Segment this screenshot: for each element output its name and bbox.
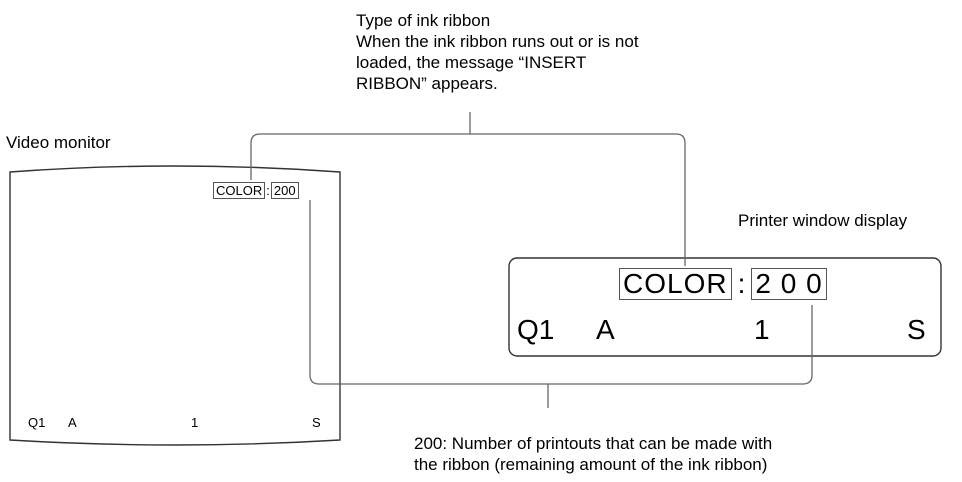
printer-status-q: Q1 <box>517 314 555 345</box>
video-monitor-frame <box>9 165 341 446</box>
monitor-status-mode: A <box>68 415 77 430</box>
bottom-bracket <box>309 200 813 385</box>
ribbon-type-annotation: Type of ink ribbon When the ink ribbon r… <box>356 10 639 94</box>
annotation-line-1: Type of ink ribbon <box>356 11 491 30</box>
printer-window-title: Printer window display <box>738 211 908 230</box>
monitor-remaining: 200 <box>270 182 299 199</box>
remaining-count-annotation: 200: Number of printouts that can be mad… <box>414 433 772 475</box>
printer-window-frame <box>508 257 942 357</box>
annotation-line-3: loaded, the message “INSERT <box>356 53 587 72</box>
top-bracket <box>250 133 686 266</box>
printer-ribbon-readout: COLOR:2 0 0 <box>619 268 827 300</box>
monitor-status-flag: S <box>312 415 321 430</box>
bottom-annotation-line-2: the ribbon (remaining amount of the ink … <box>414 455 768 474</box>
printer-ribbon-type: COLOR <box>619 268 732 300</box>
printer-status-flag: S <box>907 314 926 345</box>
monitor-ribbon-readout: COLOR:200 <box>213 182 299 199</box>
annotation-line-4: RIBBON” appears. <box>356 74 498 93</box>
monitor-status-q: Q1 <box>28 415 46 430</box>
monitor-ribbon-type: COLOR <box>213 182 266 199</box>
bottom-annotation-line-1: 200: Number of printouts that can be mad… <box>414 434 773 453</box>
video-monitor-title: Video monitor <box>6 133 111 152</box>
annotation-line-2: When the ink ribbon runs out or is not <box>356 32 639 51</box>
monitor-separator: : <box>266 183 270 198</box>
printer-separator: : <box>737 268 746 299</box>
printer-status-count: 1 <box>754 314 770 345</box>
monitor-status-count: 1 <box>191 415 199 430</box>
printer-remaining: 2 0 0 <box>751 268 827 300</box>
printer-status-mode: A <box>596 314 615 345</box>
